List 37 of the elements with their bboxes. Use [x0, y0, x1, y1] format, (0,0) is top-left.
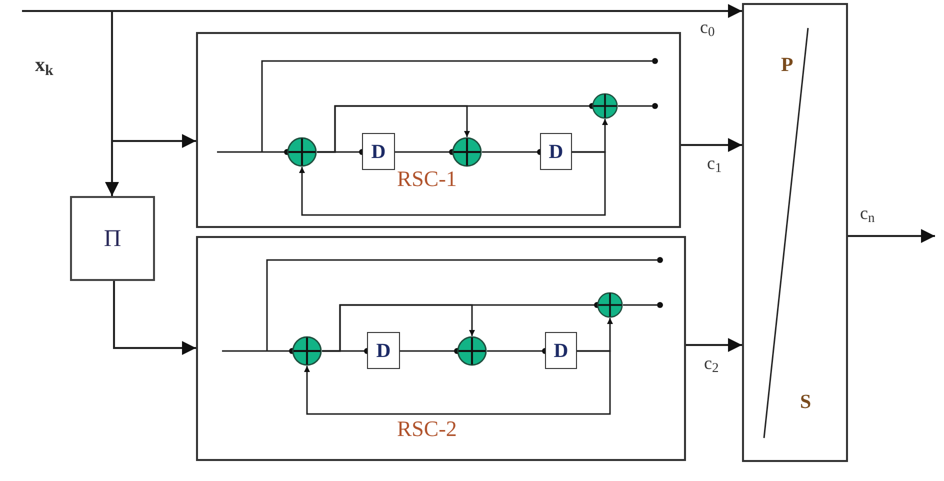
- connector-line: [217, 149, 290, 155]
- connector-line: [266, 259, 657, 351]
- arrow: [848, 229, 935, 243]
- connector-line: [261, 60, 652, 152]
- connector-line: [618, 105, 652, 107]
- converter-label: S: [800, 392, 812, 412]
- block-label: RSC-1: [397, 168, 457, 190]
- arrow: [299, 151, 606, 216]
- arrow: [681, 138, 742, 152]
- interleaver-box: [70, 196, 155, 281]
- encoder-block: [196, 32, 681, 228]
- converter-box: [742, 3, 848, 462]
- delay-box: [367, 332, 400, 369]
- delay-box: [545, 332, 577, 369]
- arrow: [112, 134, 196, 148]
- connector-line: [623, 304, 657, 306]
- arrow: [686, 338, 742, 352]
- converter-label: P: [781, 55, 794, 75]
- arrow: [105, 11, 119, 196]
- arrow: [113, 281, 196, 355]
- delay-label: D: [371, 142, 386, 162]
- arrow: [322, 304, 475, 352]
- arrow: [304, 350, 611, 415]
- arrow: [22, 4, 742, 18]
- connector-line: [222, 348, 295, 354]
- delay-label: D: [554, 340, 568, 360]
- interleaver-label: Π: [104, 226, 122, 250]
- input-label: x$_{k}$: [35, 55, 54, 75]
- connector-line: [400, 348, 460, 354]
- connector-line: [395, 149, 455, 155]
- arrow: [317, 105, 470, 153]
- delay-box: [362, 133, 395, 170]
- block-label: RSC-2: [397, 418, 457, 440]
- delay-label: D: [548, 142, 564, 162]
- delay-box: [540, 133, 572, 170]
- encoder-block: [196, 236, 686, 461]
- delay-label: D: [376, 340, 391, 360]
